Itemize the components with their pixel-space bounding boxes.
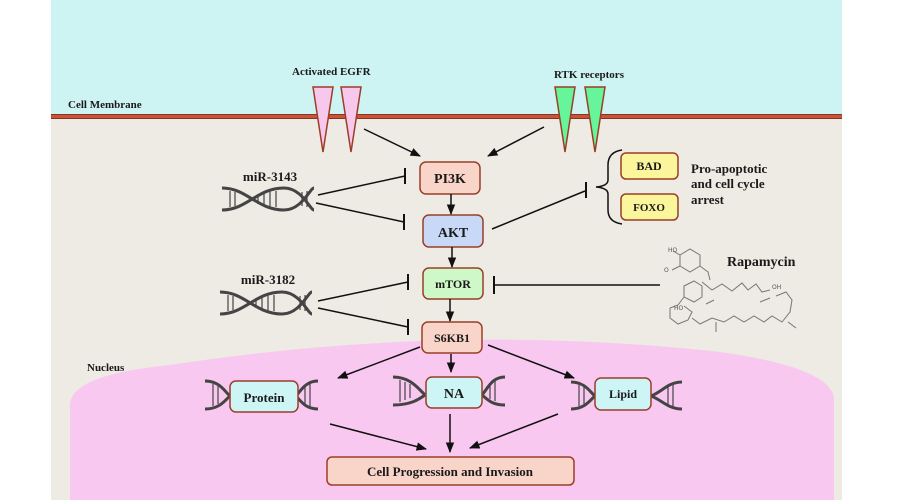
svg-text:HO: HO [674,305,684,312]
cell-progression-label: Cell Progression and Invasion [367,464,534,479]
akt-label: AKT [438,226,469,241]
protein-node: Protein [229,380,299,413]
foxo-node: FOXO [620,193,679,221]
svg-text:HO: HO [668,247,678,254]
mir-3182-label: miR-3182 [241,272,295,287]
dna-helix-icon [219,290,313,316]
brace [595,149,623,225]
s6kb1-node: S6KB1 [421,321,483,354]
foxo-label: FOXO [633,202,665,214]
egfr-receptor-1 [312,86,334,153]
dna-helix-icon [570,380,683,411]
rapamycin-structure-icon [669,248,797,332]
rapamycin-inhibits-mtor [493,276,660,294]
dna-helix-icon [221,186,315,212]
cell-membrane-label: Cell Membrane [68,99,142,111]
egfr-to-pi3k-arrow [363,128,421,157]
cell-progression-node: Cell Progression and Invasion [326,456,575,486]
s6kb1-to-lipid-arrow [487,344,575,379]
rtk-label: RTK receptors [554,69,625,81]
mir-3143-inhibits-pi3k [317,168,406,196]
rapamycin-label: Rapamycin [727,255,796,270]
na-label: NA [444,387,465,402]
akt-inhibits-apoptosis [491,182,587,230]
mir-3143-inhibits-akt [315,202,405,230]
svg-text:OH: OH [772,284,781,291]
s6kb1-label: S6KB1 [434,331,470,345]
apoptosis-text-line3: arrest [691,192,725,207]
na-node: NA [425,376,483,409]
apoptosis-text-line2: and cell cycle [691,176,765,191]
rtk-receptor-1 [554,86,576,153]
extracellular-space [51,0,842,116]
rtk-to-pi3k-arrow [487,126,545,157]
dna-helix-icon [392,375,506,407]
rtk-receptor-2 [584,86,606,153]
pi3k-node: PI3K [419,161,481,195]
lipid-label: Lipid [609,387,637,401]
mtor-label: mTOR [435,277,471,291]
egfr-receptor-2 [340,86,362,153]
mir-3182-inhibits-s6kb1 [317,307,409,335]
mtor-node: mTOR [422,267,484,300]
akt-node: AKT [422,214,484,248]
nucleus-label: Nucleus [87,362,125,374]
pi3k-label: PI3K [434,172,466,187]
protein-to-final-arrow [329,423,428,451]
lipid-to-final-arrow [469,413,559,449]
mir-3182-inhibits-mtor [317,274,409,302]
lipid-node: Lipid [594,377,652,411]
protein-label: Protein [244,390,286,405]
s6kb1-to-protein-arrow [337,346,421,379]
cell-membrane [51,114,842,119]
mir-3143-label: miR-3143 [243,169,298,184]
apoptosis-text-line1: Pro-apoptotic [691,161,768,176]
bad-node: BAD [620,152,679,180]
egfr-label: Activated EGFR [292,66,372,78]
bad-label: BAD [636,159,662,173]
svg-text:O: O [664,267,669,274]
